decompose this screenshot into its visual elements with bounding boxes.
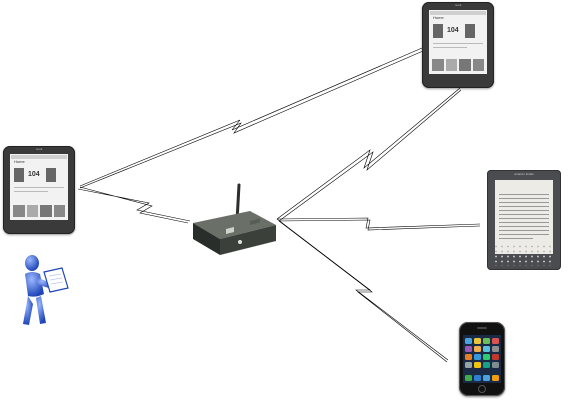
kindle-brand-label: amazon kindle	[514, 172, 534, 176]
link-router-top-nook	[276, 87, 462, 222]
nook-screen-title: Home	[14, 159, 25, 164]
iphone-screen	[463, 335, 501, 383]
nook-big-number: 104	[447, 27, 459, 34]
wireless-router-icon	[193, 183, 276, 255]
nook-brand-label: nook	[35, 147, 43, 151]
link-router-iphone	[276, 218, 449, 363]
nook-brand-label: nook	[454, 3, 462, 7]
nook-ereader-left: nook Home 104	[3, 146, 75, 234]
nook-screen: Home 104	[429, 10, 487, 74]
kindle-screen	[495, 180, 553, 254]
book-cover-icon	[433, 24, 443, 38]
link-router-kindle	[276, 217, 481, 231]
iphone-device	[459, 322, 505, 396]
book-cover-icon	[465, 24, 475, 38]
link-router-left-nook	[77, 186, 191, 224]
speaker-icon	[477, 327, 487, 329]
link-left-nook-top-nook	[79, 47, 424, 189]
nook-screen-title: Home	[433, 15, 444, 20]
nook-screen: Home 104	[10, 154, 68, 220]
book-cover-icon	[46, 168, 56, 182]
kindle-keyboard	[493, 244, 555, 266]
nook-ereader-top: nook Home 104	[422, 2, 494, 88]
nook-thumbnails	[432, 59, 484, 71]
home-button-icon	[478, 385, 486, 393]
kindle-ereader: amazon kindle	[487, 170, 561, 270]
person-reading-icon	[23, 255, 69, 325]
nook-thumbnails	[13, 205, 65, 217]
nook-big-number: 104	[28, 171, 40, 178]
book-cover-icon	[14, 168, 24, 182]
